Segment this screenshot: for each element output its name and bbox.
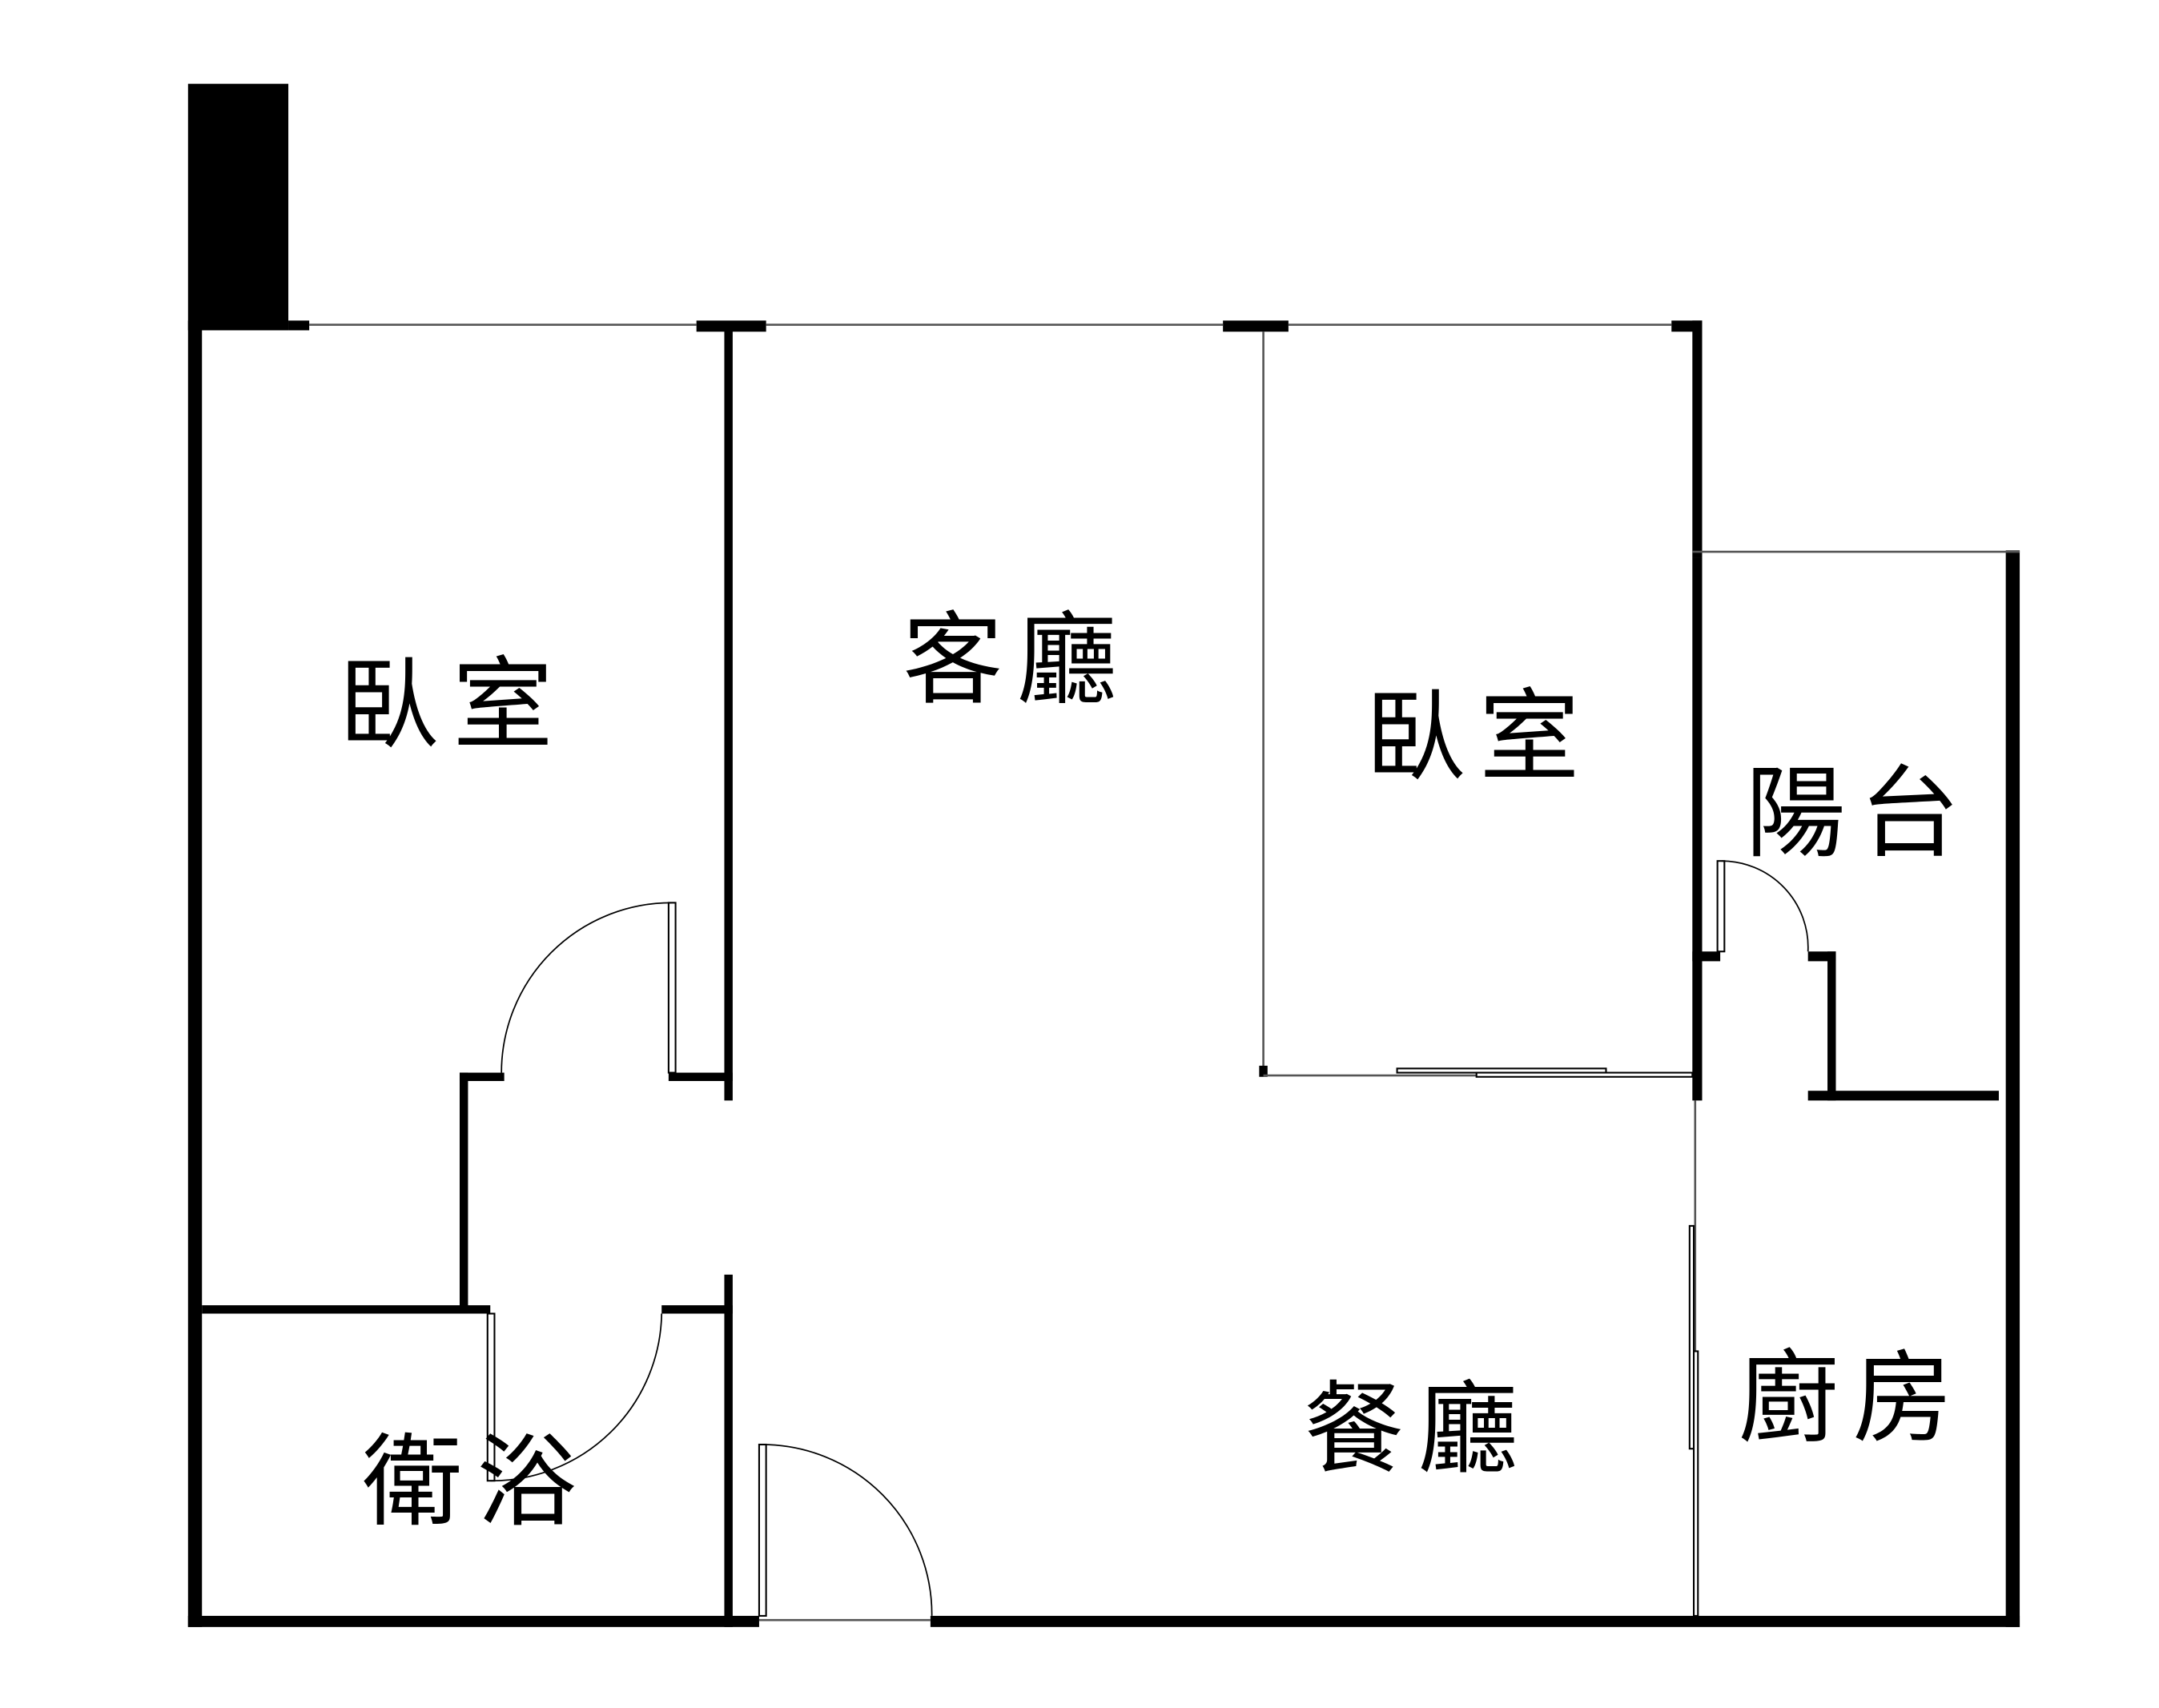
room-label-bedroom-left: 臥室 <box>339 646 567 763</box>
partitions <box>1259 332 1699 1617</box>
kitchen-sliding-door[interactable] <box>1693 1350 1699 1617</box>
hall-wall <box>459 1072 468 1314</box>
bedroom-living-wall <box>724 330 733 1101</box>
balcony-bottom-wall <box>1807 1091 1999 1101</box>
bottom-wall <box>187 1615 759 1627</box>
bathroom-top-wall <box>202 1305 491 1314</box>
doors <box>486 860 1809 1622</box>
outer-wall-left <box>187 320 203 1627</box>
windows <box>309 324 2020 553</box>
balcony-door-wall <box>1692 951 1721 962</box>
bedroom-door[interactable] <box>501 902 677 1074</box>
room-label-balcony: 陽台 <box>1745 755 1973 872</box>
room-label-kitchen: 廚房 <box>1739 1340 1967 1457</box>
room-label-bathroom: 衛浴 <box>362 1424 590 1541</box>
top-wall-segment <box>1223 320 1289 332</box>
outer-wall-right <box>2005 550 2020 1627</box>
room-labels: 臥室 客廳 臥室 陽台 衛浴 餐廳 廚房 <box>339 602 1973 1541</box>
balcony-left-wall <box>1692 557 1703 1101</box>
balcony-door[interactable] <box>1716 860 1809 953</box>
top-wall-segment <box>696 320 766 332</box>
walls <box>187 83 2020 1627</box>
kitchen-sliding-door[interactable] <box>1688 1224 1695 1450</box>
bedroom-bottom-wall <box>668 1072 733 1082</box>
room-label-living-room: 客廳 <box>903 602 1131 719</box>
sliding-door[interactable] <box>1475 1071 1694 1078</box>
bathroom-top-wall <box>661 1305 733 1314</box>
room-label-bedroom-right: 臥室 <box>1365 678 1594 795</box>
outer-wall-right-upper <box>1692 320 1703 558</box>
entry-door[interactable] <box>758 1443 933 1622</box>
top-wall-segment <box>288 320 310 331</box>
balcony-inner-wall <box>1827 951 1836 1101</box>
room-label-dining-room: 餐廳 <box>1304 1371 1532 1488</box>
structural-column <box>187 83 289 331</box>
bottom-wall <box>930 1615 2020 1627</box>
bathroom-door[interactable] <box>486 1312 663 1482</box>
bathroom-right-wall <box>724 1274 733 1627</box>
bedroom-bottom-wall <box>459 1072 505 1082</box>
